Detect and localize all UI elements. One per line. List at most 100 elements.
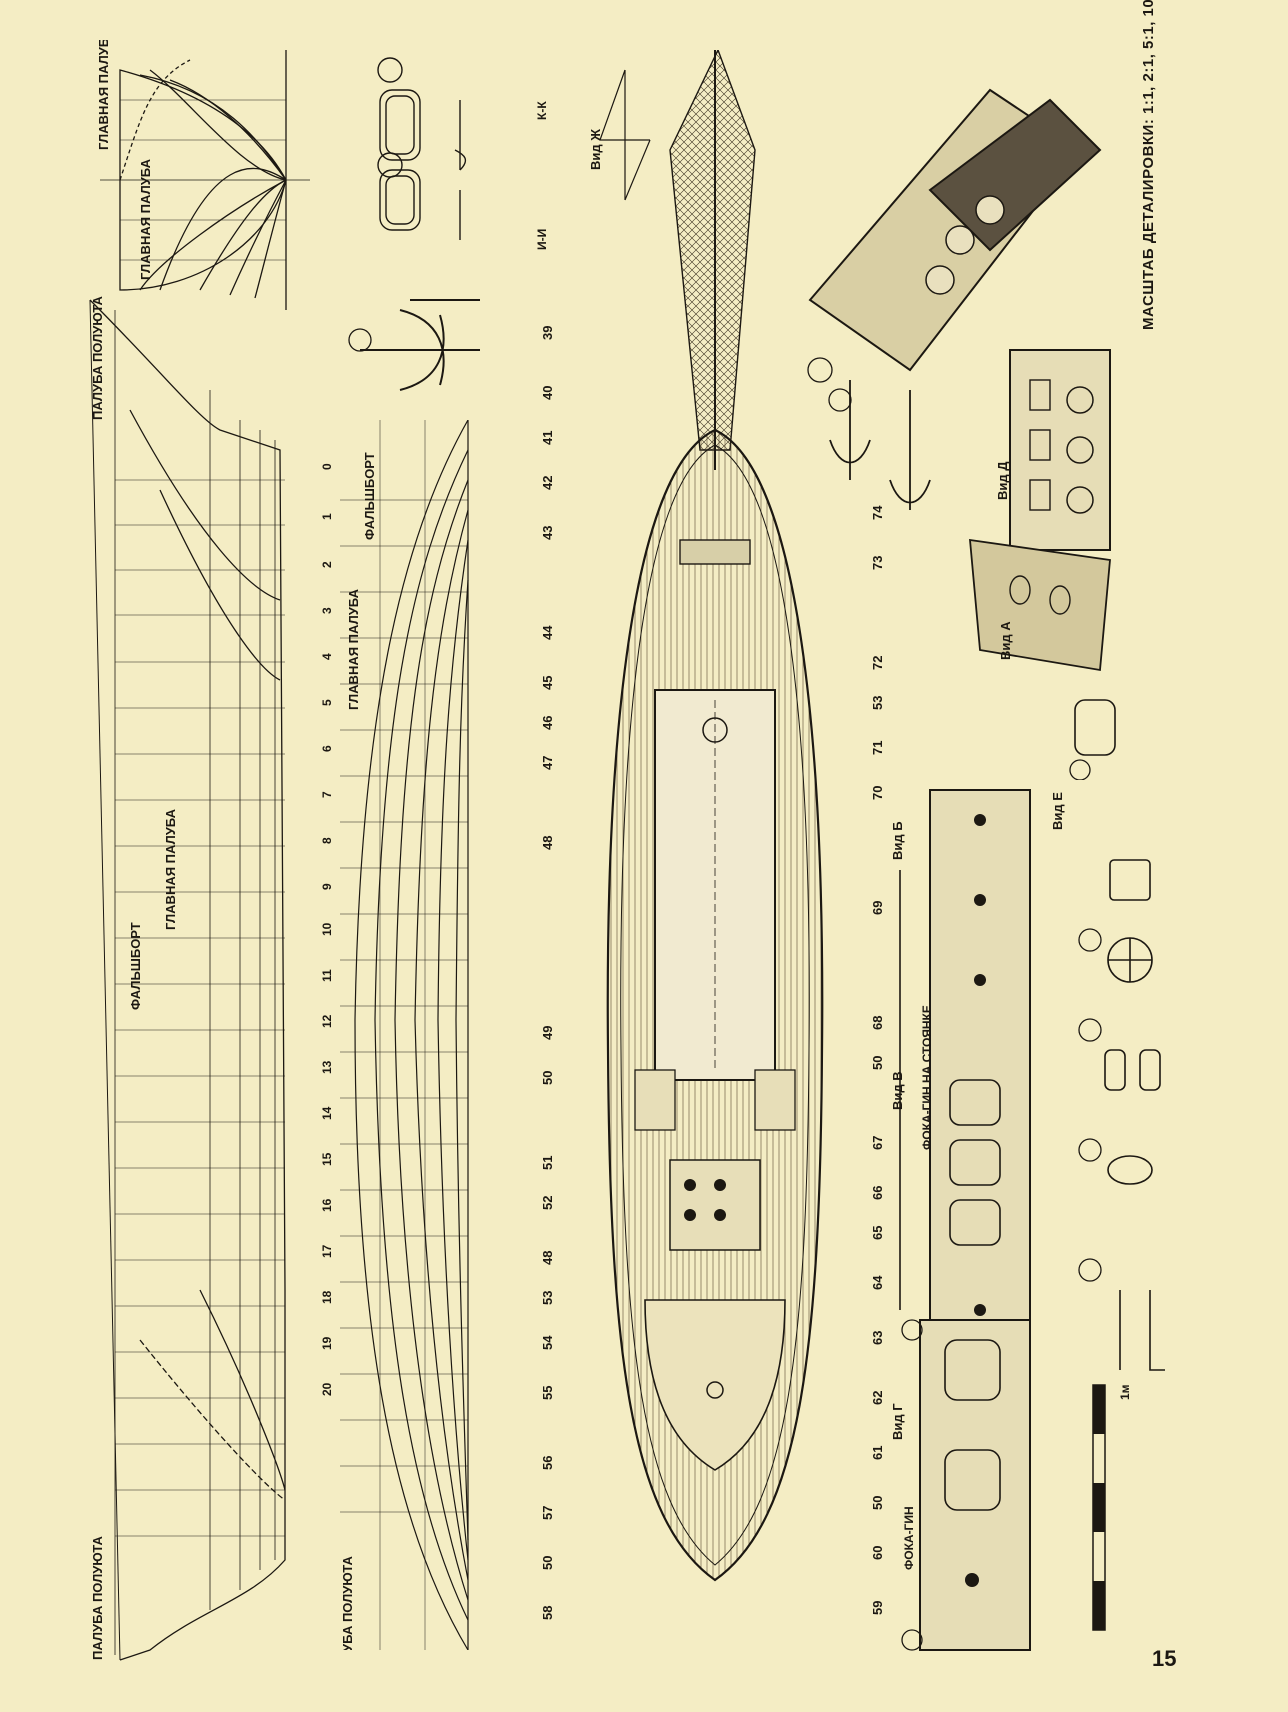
callout-66: 66 — [870, 1185, 885, 1200]
view-b-label: Вид Б — [890, 821, 905, 860]
station-11: 11 — [320, 969, 334, 982]
view-v-label: Вид В — [890, 1071, 905, 1110]
callout-61: 61 — [870, 1445, 885, 1460]
station-16: 16 — [320, 1198, 334, 1212]
view-d-panel — [1009, 349, 1111, 551]
porthole-79-detail — [1069, 699, 1116, 780]
half-breadth-label-bulwark: ФАЛЬШБОРТ — [362, 452, 377, 540]
profile-label-poop-bottom: ПАЛУБА ПОЛУЮТА — [90, 1536, 105, 1660]
callout-74: 74 — [870, 505, 885, 520]
profile-label-main-deck: ГЛАВНАЯ ПАЛУБА — [163, 808, 178, 930]
boat-left — [634, 1069, 676, 1131]
callout-43: 43 — [540, 525, 555, 540]
station-17: 17 — [320, 1244, 334, 1258]
station-8: 8 — [320, 837, 334, 844]
anchor-detail — [348, 299, 480, 391]
callout-53: 53 — [540, 1290, 555, 1305]
hatch-details — [377, 57, 467, 240]
view-zh — [599, 69, 651, 201]
callout-51: 51 — [540, 1155, 555, 1170]
callout-68: 68 — [870, 1015, 885, 1030]
view-a-detail — [969, 538, 1111, 672]
fok-line-label: ФОКА-ГИН НА СТОЯНКЕ — [920, 1005, 934, 1150]
small-details-right — [1078, 859, 1165, 1371]
station-20: 20 — [320, 1382, 334, 1396]
scale-note: МАСШТАБ ДЕТАЛИРОВКИ: 1:1, 2:1, 5:1, 10:1 — [1140, 0, 1157, 330]
station-15: 15 — [320, 1152, 334, 1166]
callout-57: 57 — [540, 1505, 555, 1520]
callout-50-r1: 50 — [870, 1055, 885, 1070]
callout-42: 42 — [540, 475, 555, 490]
profile-label-bulwark: ФАЛЬШБОРТ — [128, 922, 143, 1010]
helm — [706, 1381, 724, 1399]
callout-39: 39 — [540, 325, 555, 340]
callout-59: 59 — [870, 1600, 885, 1615]
station-18: 18 — [320, 1290, 334, 1304]
scale-bar-label: 1м — [1118, 1384, 1132, 1400]
view-g-label: Вид Г — [890, 1403, 905, 1440]
callout-50-r2: 50 — [870, 1495, 885, 1510]
callout-53-r: 53 — [870, 695, 885, 710]
station-3: 3 — [320, 607, 334, 614]
callout-58: 58 — [540, 1605, 555, 1620]
callout-46: 46 — [540, 715, 555, 730]
page-number: 15 — [1152, 1646, 1177, 1671]
callout-40: 40 — [540, 385, 555, 400]
view-g-detail — [901, 1319, 1031, 1651]
station-4: 4 — [320, 653, 334, 660]
station-7: 7 — [320, 791, 334, 798]
station-2: 2 — [320, 561, 334, 568]
view-zh-label: Вид Ж — [588, 129, 603, 170]
half-breadth-label-poop: ПАЛУБА ПОЛУЮТА — [340, 1556, 355, 1650]
section-k-label: К-К — [535, 101, 549, 120]
fok-line — [899, 870, 901, 1310]
callout-48: 48 — [540, 835, 555, 850]
windlass — [679, 539, 751, 565]
callout-73: 73 — [870, 555, 885, 570]
callout-47: 47 — [540, 755, 555, 770]
body-plan-label-2: ГЛАВНАЯ ПАЛУБА — [138, 158, 153, 280]
view-a-label: Вид А — [998, 621, 1013, 660]
station-19: 19 — [320, 1336, 334, 1350]
callout-52: 52 — [540, 1195, 555, 1210]
callout-72: 72 — [870, 655, 885, 670]
half-breadth-label-main-deck: ГЛАВНАЯ ПАЛУБА — [346, 588, 361, 710]
body-plan: ГЛАВНАЯ ПАЛУБА ГЛАВНАЯ ПАЛУБА — [96, 40, 310, 310]
station-10: 10 — [320, 922, 334, 936]
callout-44: 44 — [540, 625, 555, 640]
station-12: 12 — [320, 1014, 334, 1028]
callout-67: 67 — [870, 1135, 885, 1150]
callout-56: 56 — [540, 1455, 555, 1470]
station-0: 0 — [320, 463, 334, 470]
profile-label-poop-top: ПАЛУБА ПОЛУЮТА — [90, 296, 105, 420]
deckhouse-side-view — [929, 789, 1031, 1351]
poop-deck — [644, 1299, 786, 1471]
deck-plan — [606, 50, 824, 1582]
scale-bar — [1092, 1384, 1106, 1631]
view-e-label: Вид Е — [1050, 792, 1065, 830]
profile-station-numbers — [300, 450, 330, 1650]
boat-right — [754, 1069, 796, 1131]
callout-48-b: 48 — [540, 1250, 555, 1265]
station-13: 13 — [320, 1060, 334, 1074]
callout-71: 71 — [870, 740, 885, 755]
callout-55: 55 — [540, 1385, 555, 1400]
callout-62: 62 — [870, 1390, 885, 1405]
callout-54: 54 — [540, 1335, 555, 1350]
station-6: 6 — [320, 745, 334, 752]
deckhouse — [669, 1159, 761, 1251]
callout-60: 60 — [870, 1545, 885, 1560]
callout-50-a: 50 — [540, 1070, 555, 1085]
stove-detail — [807, 88, 1102, 383]
callout-65: 65 — [870, 1225, 885, 1240]
callout-45: 45 — [540, 675, 555, 690]
anchor-75-detail — [828, 380, 931, 510]
section-i-label: И-И — [535, 228, 549, 250]
callout-64: 64 — [870, 1275, 885, 1290]
deck-callouts-left — [512, 330, 542, 1630]
callout-63: 63 — [870, 1330, 885, 1345]
station-14: 14 — [320, 1106, 334, 1120]
callout-70: 70 — [870, 785, 885, 800]
station-9: 9 — [320, 883, 334, 890]
